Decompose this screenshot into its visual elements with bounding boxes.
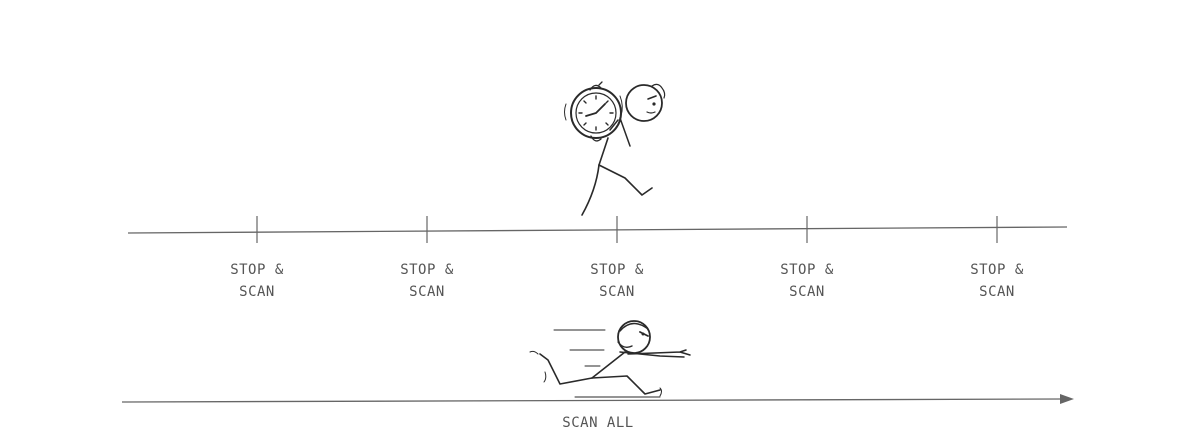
checkpoint-label-3: STOP & SCAN: [590, 262, 644, 300]
checkpoint-label-4: STOP & SCAN: [780, 262, 834, 300]
scan-all-label: SCAN ALL: [562, 415, 634, 431]
stick-figure-running-fast-icon: [529, 320, 691, 398]
top-timeline-line: [127, 226, 1068, 234]
stick-figure-carrying-alarm-clock-icon: [564, 81, 666, 216]
checkpoint-label-1: STOP & SCAN: [230, 262, 284, 300]
arrow-head-icon: [1060, 394, 1074, 404]
bottom-timeline-line: [121, 398, 1063, 403]
checkpoint-label-5: STOP & SCAN: [970, 262, 1024, 300]
checkpoint-label-2: STOP & SCAN: [400, 262, 454, 300]
